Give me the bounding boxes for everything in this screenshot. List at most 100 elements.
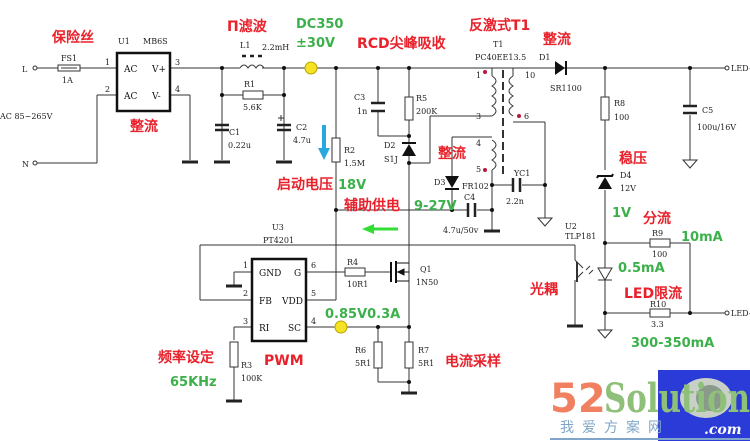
d3-value: FR102 [462, 182, 489, 191]
u2-ref: U2 [565, 222, 577, 231]
q1-ref: Q1 [420, 265, 432, 274]
c3-ref: C3 [354, 93, 365, 102]
resistor-r7 [404, 341, 414, 369]
l1-ref: L1 [240, 41, 250, 50]
u3-pin-label: G [294, 269, 301, 279]
annotation-aux-rectify: 整流 [437, 145, 466, 162]
resistor-r4 [344, 267, 366, 277]
r1-value: 5.6K [243, 103, 263, 112]
annotation-shunt: 分流 [643, 210, 671, 227]
c4-ref: C4 [464, 193, 475, 202]
u3-pin-label: VDD [281, 297, 303, 307]
capacitor-c2 [277, 123, 291, 132]
terminal-led-plus[interactable] [724, 65, 730, 71]
u3-pin: 2 [243, 289, 248, 298]
r5-value: 200K [416, 107, 438, 116]
optocoupler-u2 [574, 259, 613, 282]
r6-ref: R6 [355, 346, 366, 355]
startup-arrow-icon [318, 125, 330, 160]
annotation-output-rectify: 整流 [542, 31, 571, 48]
yc1-ref: YC1 [513, 169, 530, 178]
polarity-mark [278, 115, 284, 121]
mosfet-q1 [390, 261, 409, 283]
capacitor-c5 [683, 104, 697, 115]
zener-d4 [596, 173, 614, 189]
terminal-n[interactable] [32, 160, 38, 166]
u3-pin-label: RI [259, 324, 270, 334]
t1-pin: 4 [476, 139, 481, 148]
c3-value: 1n [357, 107, 367, 116]
r10-ref: R10 [650, 300, 666, 309]
t1-ref: T1 [493, 40, 503, 49]
resistor-r2 [331, 137, 341, 163]
r2-value: 1.5M [344, 159, 365, 168]
r8-value: 100 [614, 113, 629, 122]
ground-icon [536, 217, 554, 227]
sense-test-point [334, 320, 348, 334]
r1-ref: R1 [244, 80, 255, 89]
u3-pin: 3 [243, 317, 248, 326]
r9-ref: R9 [652, 229, 663, 238]
inductor-l1 [239, 64, 265, 69]
terminal-led-minus[interactable] [724, 310, 730, 316]
terminal-n-label: N [22, 160, 29, 169]
annotation-rcd: RCD尖峰吸收 [357, 35, 447, 52]
resistor-r5 [404, 96, 414, 121]
u1-pin-label: AC [123, 92, 137, 102]
annotation-startup: 启动电压 [277, 176, 333, 193]
watermark-domain: .com [704, 422, 742, 438]
t1-pin: 1 [476, 71, 481, 80]
annotation-freq-set: 频率设定 [158, 349, 214, 366]
annotation-aux-supply: 辅助供电 [344, 197, 400, 214]
annotation-pi-filter: Π滤波 [227, 18, 268, 35]
d3-ref: D3 [434, 178, 446, 187]
ground-symbols [182, 160, 583, 403]
c5-value: 100u/16V [697, 123, 736, 132]
secondary-grounds [536, 159, 699, 339]
u1-pin-label: V- [151, 92, 161, 102]
d2-value: S1J [384, 155, 398, 164]
diode-d2 [402, 142, 416, 156]
r2-ref: R2 [344, 146, 355, 155]
r10-value: 3.3 [651, 320, 664, 329]
u3-value: PT4201 [263, 236, 294, 245]
resistor-r10 [649, 308, 671, 318]
ac-input-label: AC 85~265V [0, 112, 53, 121]
annotation-led-limit: LED限流 [624, 285, 682, 302]
u1-value: MB6S [143, 37, 168, 46]
q1-value: 1N50 [416, 278, 438, 287]
r9-value: 100 [652, 250, 667, 259]
t1-pin: 5 [476, 165, 481, 174]
capacitor-c1 [215, 123, 229, 132]
ground-icon [681, 159, 699, 169]
u3-pin-label: FB [259, 297, 272, 307]
resistor-r9 [649, 238, 671, 248]
terminal-l[interactable] [32, 65, 38, 71]
d1-ref: D1 [539, 53, 551, 62]
d2-ref: D2 [384, 141, 396, 150]
annotation-aux-value: 9-27V [414, 199, 457, 214]
c1-value: 0.22u [228, 141, 251, 150]
l1-value: 2.2mH [262, 43, 289, 52]
annotation-freq-value: 65KHz [170, 375, 217, 390]
r4-value: 10R1 [347, 280, 368, 289]
t1-pin: 10 [525, 71, 535, 80]
u3-pin: 1 [243, 261, 248, 270]
u3-ref: U3 [272, 223, 284, 232]
c2-ref: C2 [296, 123, 307, 132]
u2-value: TLP181 [565, 232, 596, 241]
yc1-value: 2.2n [506, 197, 524, 206]
led-minus-label: LED- [731, 309, 750, 318]
annotation-current-sense: 电流采样 [445, 353, 501, 370]
terminal-l-label: L [22, 65, 28, 74]
u1-pin-label: V+ [151, 65, 166, 75]
capacitor-c4 [466, 203, 477, 217]
annotation-sense-value: 0.85V0.3A [325, 307, 400, 322]
capacitor-c3 [371, 101, 385, 113]
t1-pin: 6 [524, 112, 529, 121]
d4-ref: D4 [620, 171, 632, 180]
annotation-zener-drop: 1V [612, 206, 631, 221]
u3-pin: 4 [311, 317, 316, 326]
annotation-dc-bus: DC350 [296, 17, 343, 32]
transformer-t1 [483, 68, 521, 175]
